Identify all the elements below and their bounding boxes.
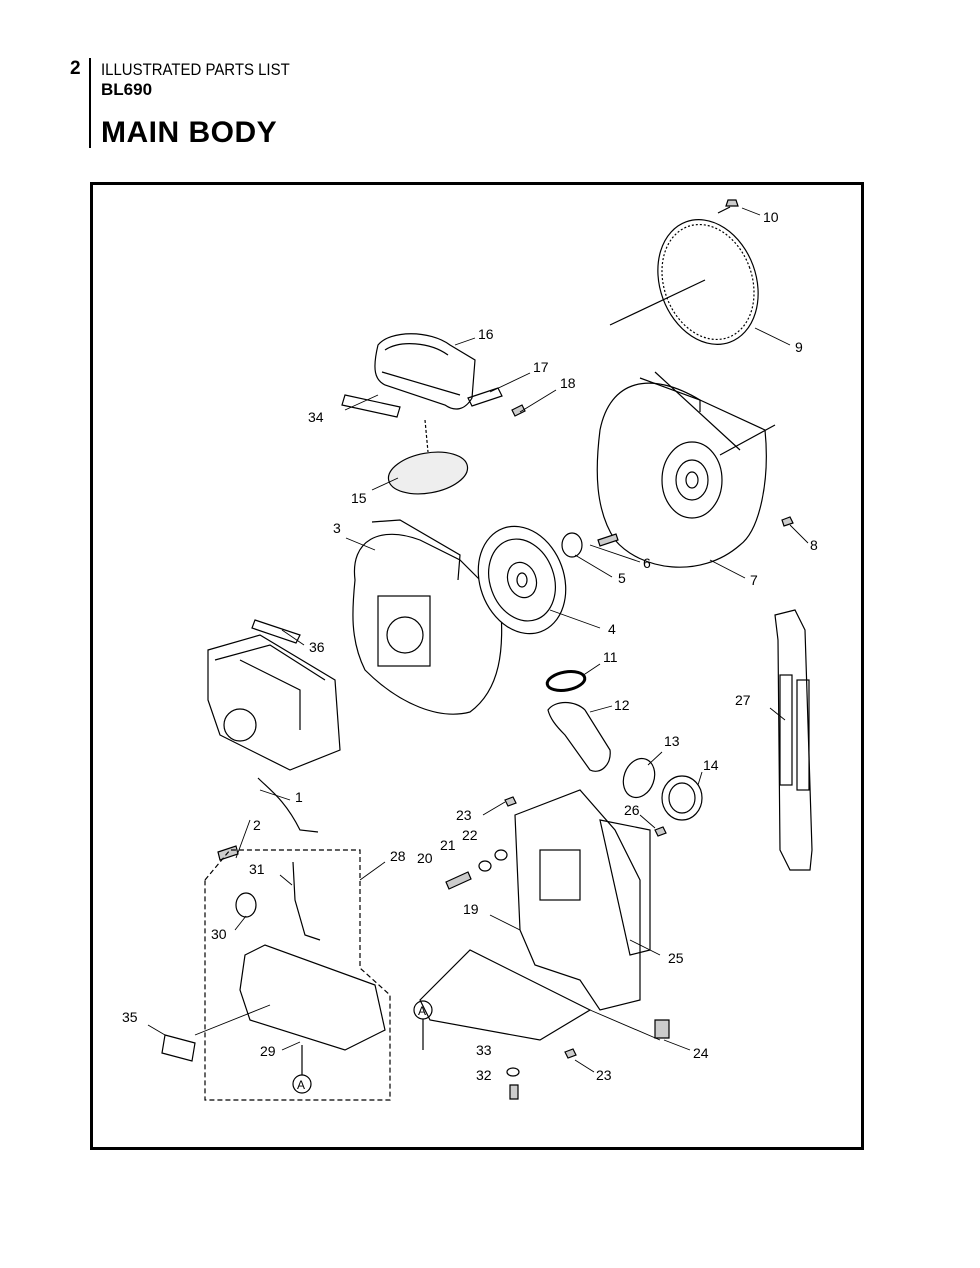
- part-16-handle: [374, 333, 476, 410]
- part-17-plate: [467, 387, 503, 407]
- callout-5: 5: [618, 570, 626, 586]
- part-19-frame: [419, 789, 641, 1041]
- callout-17: 17: [533, 359, 549, 375]
- part-15-filter: [387, 419, 469, 495]
- section-title: MAIN BODY: [101, 116, 278, 149]
- part-23-nut: [504, 796, 517, 807]
- part-14-tube: [661, 775, 703, 821]
- part-18-screw: [511, 404, 526, 417]
- reference-marker-a-left: [413, 1000, 433, 1050]
- callout-14: 14: [703, 757, 719, 773]
- part-10-screw: [717, 199, 739, 214]
- header-divider: [89, 58, 91, 148]
- part-8-screw: [781, 516, 794, 527]
- callout-15: 15: [351, 490, 367, 506]
- callout-11: 11: [603, 649, 618, 665]
- callout-28: 28: [390, 848, 406, 864]
- callout-34: 34: [308, 409, 324, 425]
- callout-9: 9: [795, 339, 803, 355]
- part-24-cap: [654, 1019, 670, 1039]
- page-number: 2: [70, 58, 81, 79]
- callout-8: 8: [810, 537, 818, 553]
- part-23-nut-lower: [564, 1048, 577, 1059]
- callout-33: 33: [476, 1042, 492, 1058]
- callout-3: 3: [333, 520, 341, 536]
- model-number: BL690: [101, 80, 153, 99]
- callout-19: 19: [463, 901, 479, 917]
- callout-12: 12: [614, 697, 630, 713]
- part-36-engine: [207, 619, 341, 771]
- part-13-clamp: [622, 757, 656, 799]
- callout-1: 1: [295, 789, 303, 805]
- callout-18: 18: [560, 375, 576, 391]
- part-7-fan-cover: [596, 371, 776, 568]
- part-30-cap: [235, 892, 257, 918]
- callout-36: 36: [309, 639, 325, 655]
- part-22-washer: [494, 849, 508, 861]
- part-5-washer: [561, 532, 583, 558]
- callout-31: 31: [249, 861, 265, 877]
- part-12-elbow: [547, 701, 611, 772]
- callout-23: 23: [456, 807, 472, 823]
- callout-10: 10: [763, 209, 779, 225]
- callout-35: 35: [122, 1009, 138, 1025]
- callout-25: 25: [668, 950, 684, 966]
- callout-26: 26: [624, 802, 640, 818]
- part-28-fuel-tank-assembly: [204, 849, 391, 1101]
- callout-2: 2: [253, 817, 261, 833]
- callout-labels: 1 2 3 4 5 6 7 8 9 10 11 12 13 14 15 16 1…: [122, 209, 818, 1092]
- callout-30: 30: [211, 926, 227, 942]
- callout-20: 20: [417, 850, 433, 866]
- part-11-o-ring: [545, 670, 587, 692]
- document-subtitle: ILLUSTRATED PARTS LIST: [101, 60, 290, 79]
- callout-13: 13: [664, 733, 680, 749]
- callout-6: 6: [643, 555, 651, 571]
- part-9-screen-mesh: [609, 219, 759, 345]
- diagram-frame: [90, 182, 864, 1150]
- callout-29: 29: [260, 1043, 276, 1059]
- part-32-bolt: [509, 1084, 519, 1100]
- part-34-label: [341, 394, 401, 418]
- callout-32: 32: [476, 1067, 492, 1083]
- part-33-washer: [506, 1067, 520, 1077]
- leader-lines: [147, 207, 809, 1073]
- callout-24: 24: [693, 1045, 709, 1061]
- part-4-fan: [477, 525, 567, 635]
- part-20-stud: [445, 871, 472, 890]
- part-35-label: [161, 1034, 196, 1062]
- callout-7: 7: [750, 572, 758, 588]
- marker-a-bottom: A: [297, 1078, 305, 1092]
- part-3-blower-housing: [352, 519, 503, 715]
- callout-21: 21: [440, 837, 456, 853]
- callout-27: 27: [735, 692, 751, 708]
- callout-16: 16: [478, 326, 494, 342]
- callout-4: 4: [608, 621, 616, 637]
- callout-23-lower: 23: [596, 1067, 612, 1083]
- part-27-strap: [774, 609, 813, 871]
- part-1-wire: [257, 777, 319, 833]
- reference-marker-a-bottom: [292, 1045, 312, 1094]
- part-6-bolt: [597, 533, 619, 547]
- part-26-bolt: [654, 826, 667, 837]
- callout-22: 22: [462, 827, 478, 843]
- part-21-cushion: [478, 860, 492, 872]
- marker-a-left: A: [418, 1004, 426, 1018]
